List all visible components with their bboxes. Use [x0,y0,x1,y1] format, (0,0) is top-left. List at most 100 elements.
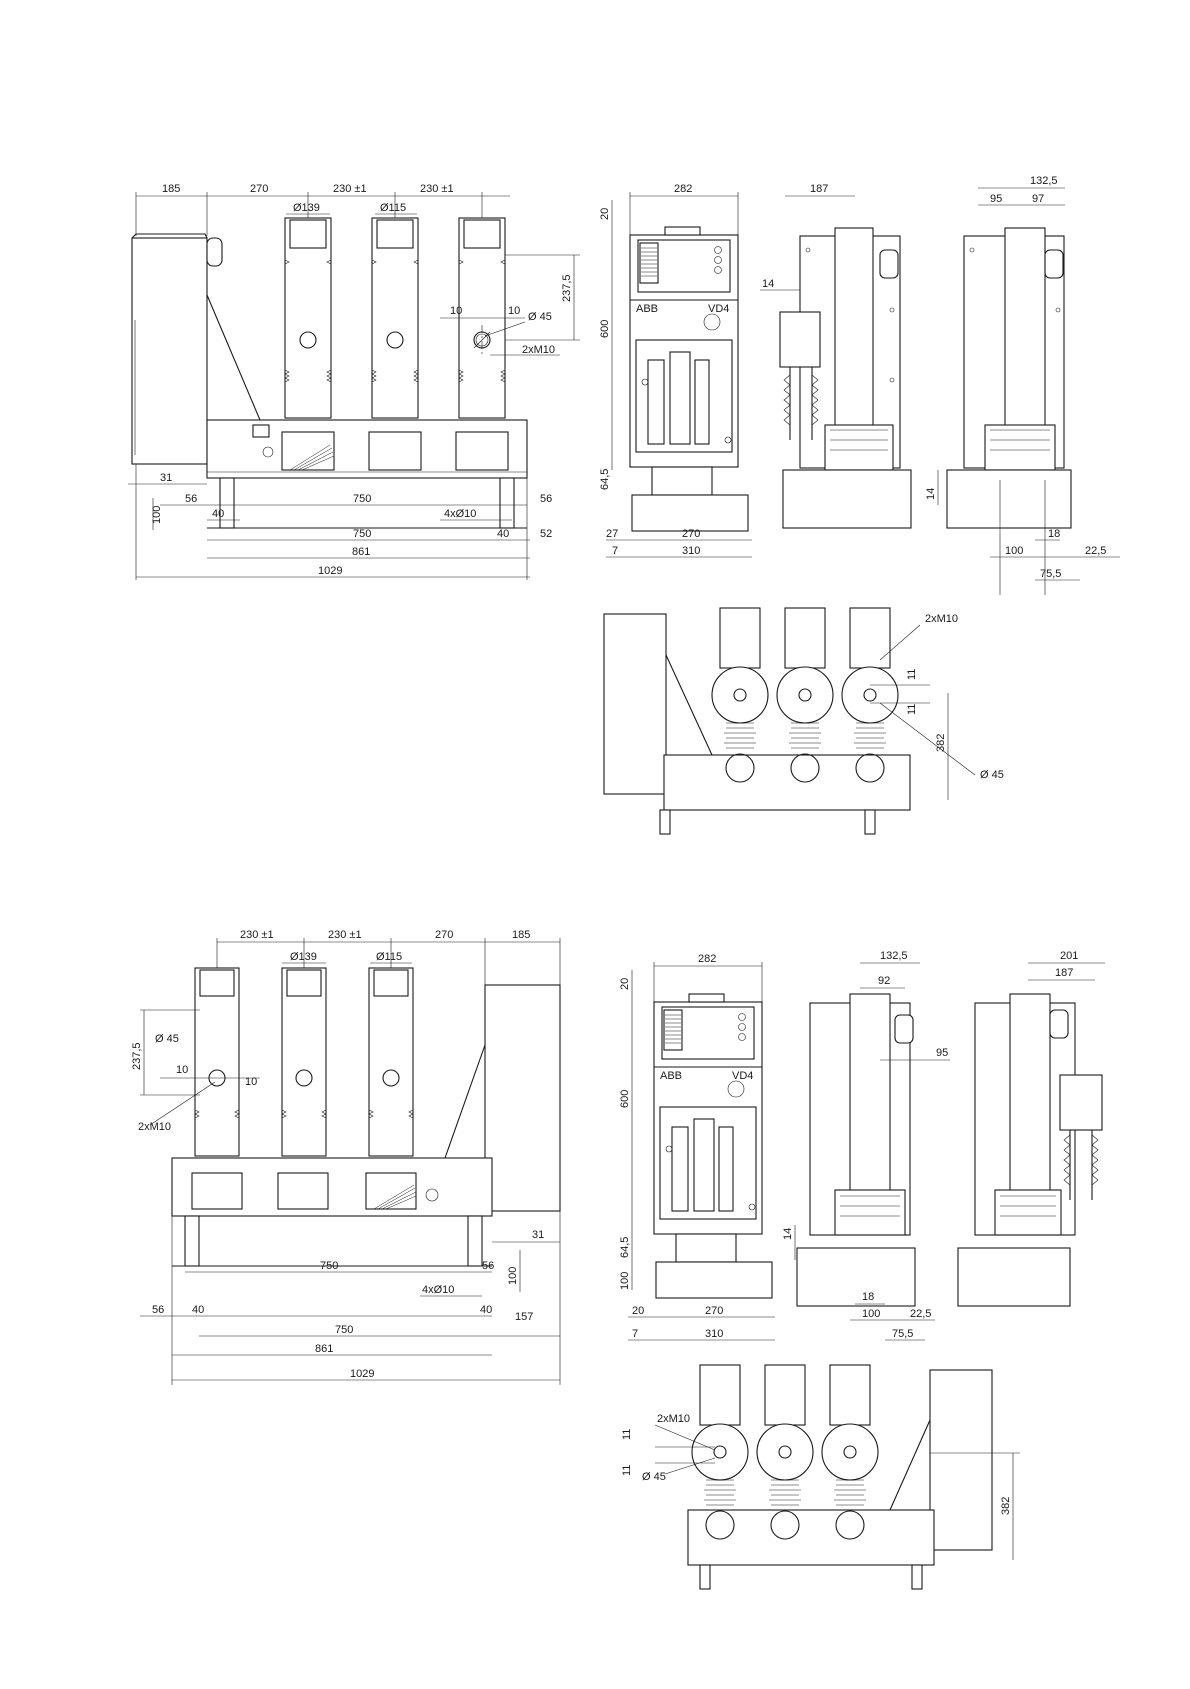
label-2xm10-d: 2xM10 [657,1413,690,1425]
dim-382-a: 382 [935,734,947,752]
dim-11-c: 11 [621,1429,633,1440]
dim-56-left: 56 [185,493,197,505]
dim-600-a: 600 [599,320,611,338]
side-left-top-dimensions: 187 14 [760,183,855,291]
side-right-top-dimensions: 132,5 95 97 14 18 100 22,5 75,5 [925,175,1120,595]
disc-view-middle-dimensions: 2xM10 11 11 382 Ø 45 [870,613,1004,800]
dim-27: 27 [606,528,618,540]
dim-dia115-b: Ø115 [376,951,402,963]
dim-270: 270 [250,183,268,195]
front-view-bottom-dimensions: 230 ±1 230 ±1 270 185 Ø139 Ø115 237,5 Ø … [131,929,561,1385]
dim-31-b: 31 [532,1229,544,1241]
abb-panel-bottom-dimensions: 282 20 600 64,5 100 20 270 7 310 [619,953,775,1341]
dim-56-c: 56 [152,1304,164,1316]
dim-18-a: 18 [1048,528,1060,540]
front-view-bottom [171,967,561,1267]
abb-panel-view-top: ABB VD4 [629,226,749,532]
dim-187-a: 187 [810,183,828,195]
brand-abb: ABB [636,303,658,315]
dim-230-d: 230 ±1 [328,929,362,941]
dim-10-a: 10 [450,305,462,317]
dim-64-5-a: 64,5 [599,469,611,490]
dim-56-right: 56 [540,493,552,505]
dim-95-b: 95 [936,1047,948,1059]
dim-100: 100 [151,506,163,524]
dim-7-b: 7 [632,1328,638,1340]
dim-22-5-b: 22,5 [910,1308,931,1320]
dim-270-c: 270 [705,1305,723,1317]
dim-52: 52 [540,528,552,540]
dim-4x10-b: 4xØ10 [422,1284,454,1296]
front-view-top [131,217,528,529]
dim-750-b: 750 [353,528,371,540]
dim-dia45-b: Ø 45 [980,769,1004,781]
dim-861-b: 861 [315,1343,333,1355]
dim-20-a: 20 [599,208,611,220]
dim-10-c: 10 [176,1064,188,1076]
dim-40-d: 40 [480,1304,492,1316]
dim-11-d: 11 [621,1465,633,1476]
dim-100-c: 100 [507,1267,519,1285]
dim-270-side: 270 [682,528,700,540]
dim-20-b: 20 [619,978,631,990]
dim-1029: 1029 [318,565,342,577]
dim-750-a: 750 [353,493,371,505]
dim-dia45-c: Ø 45 [155,1033,179,1045]
dim-282-a: 282 [674,183,692,195]
dim-40-c: 40 [192,1304,204,1316]
dim-282-b: 282 [698,953,716,965]
dim-40-a: 40 [212,508,224,520]
dim-230-b: 230 ±1 [420,183,454,195]
dim-75-5-a: 75,5 [1040,568,1061,580]
label-2xm10-b: 2xM10 [925,613,958,625]
dim-100-d: 100 [619,1272,631,1290]
dim-237-5: 237,5 [561,274,573,302]
dim-132-5-a: 132,5 [1030,175,1058,187]
side-right-bottom-dimensions: 201 187 [1028,950,1105,981]
dim-100-e: 100 [862,1308,880,1320]
dim-11-a: 11 [906,669,918,680]
dim-dia45: Ø 45 [528,311,552,323]
dim-157: 157 [515,1311,533,1323]
side-view-right-top [946,227,1072,529]
dim-270-b: 270 [435,929,453,941]
dim-97: 97 [1032,193,1044,205]
dim-201: 201 [1060,950,1078,962]
dim-310-b: 310 [705,1328,723,1340]
dim-132-5-b: 132,5 [880,950,908,962]
dim-14-c: 14 [782,1228,794,1240]
dim-10-b: 10 [508,305,520,317]
dim-31: 31 [160,472,172,484]
dim-18-b: 18 [862,1291,874,1303]
disc-view-middle [603,607,911,835]
dim-64-5-b: 64,5 [619,1237,631,1258]
dim-22-5-a: 22,5 [1085,545,1106,557]
dim-40-b: 40 [497,528,509,540]
dim-1029-b: 1029 [350,1368,374,1380]
dim-230-a: 230 ±1 [333,183,367,195]
dim-dia115: Ø115 [380,202,406,214]
dim-310-a: 310 [682,545,700,557]
side-view-left-top [779,227,912,529]
side-left-bottom-dimensions: 132,5 92 95 14 18 100 22,5 75,5 [782,950,950,1341]
dim-92: 92 [878,975,890,987]
label-2xm10-c: 2xM10 [138,1121,171,1133]
dim-185: 185 [162,183,180,195]
dim-7-a: 7 [612,545,618,557]
dim-750-c: 750 [320,1260,338,1272]
side-view-left-bottom [796,993,916,1307]
dim-dia139-b: Ø139 [290,951,317,963]
dim-95-a: 95 [990,193,1002,205]
dim-382-b: 382 [1000,1497,1012,1515]
disc-view-bottom-dimensions: 11 11 2xM10 Ø 45 382 [621,1413,1020,1560]
dim-861: 861 [352,546,370,558]
dim-14-b: 14 [925,488,937,500]
front-view-top-dimensions: 185 270 230 ±1 230 ±1 Ø139 Ø115 237,5 10… [128,183,580,580]
label-2xm10: 2xM10 [522,344,555,356]
dim-56-b: 56 [482,1260,494,1272]
dim-750-d: 750 [335,1324,353,1336]
dim-75-5-b: 75,5 [892,1328,913,1340]
abb-panel-top-dimensions: 282 20 600 64,5 27 270 7 310 [599,183,752,558]
dim-237-5-b: 237,5 [131,1042,143,1070]
